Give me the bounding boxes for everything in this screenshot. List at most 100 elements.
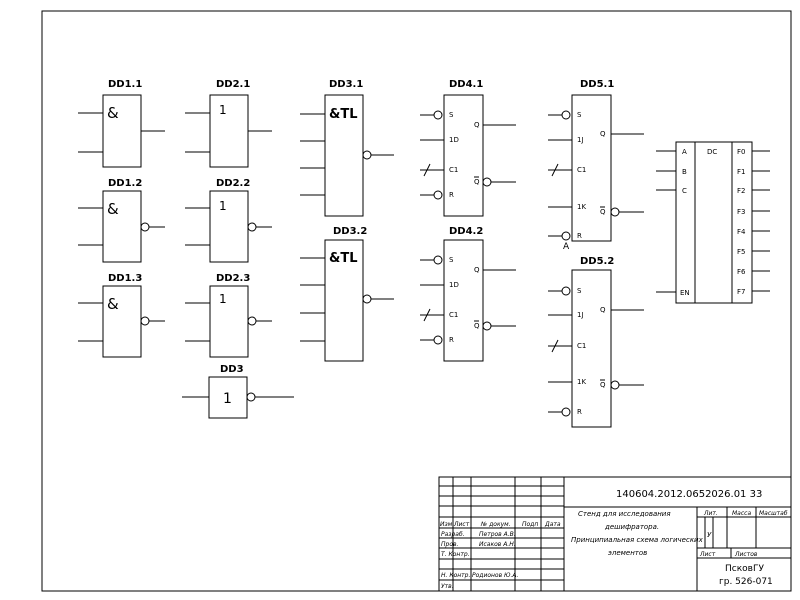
scale-header: Масштаб [759,510,788,517]
dd4-2-pin-d: 1D [449,281,459,289]
name-developer: Петров А.В. [479,531,516,538]
role-checker: Пров. [441,541,459,548]
gate-dd2-1-symbol: 1 [219,103,227,117]
dd5-2-pin-s: S [577,287,582,295]
decoder-input-c: C [682,187,687,195]
decoder-output-f2: F2 [737,187,745,195]
header-sheet: Лист [453,521,470,528]
gate-dd2-3-symbol: 1 [219,292,227,306]
decoder-input-b: B [682,168,687,176]
group-number: гр. 526-071 [719,577,773,587]
gate-dd1-1-symbol: & [107,104,119,122]
header-date: Дата [544,521,561,528]
description-line-1: Стенд для исследования [578,510,671,518]
sheets-label: Листов [734,551,758,558]
gate-dd1-2-label: DD1.2 [108,178,142,189]
flipflop-dd5-1: DD5.1 S 1J C1 1K R Q Q A [548,79,644,252]
flipflop-dd5-2-label: DD5.2 [580,256,614,267]
dd4-1-pin-q: Q [474,121,480,129]
role-tech-control: Т. Контр. [441,551,470,558]
decoder-title: DC [707,148,717,156]
decoder-dc: DC A B C EN F0 F1 F2 F3 F4 F5 F6 F7 [656,141,770,304]
dd4-2-pin-r: R [449,336,454,344]
gate-dd1-3-symbol: & [107,295,119,313]
gate-dd3-label: DD3 [220,364,244,375]
lit-value: У [707,531,712,539]
gate-dd3-1: DD3.1 &TL [300,79,394,217]
gate-dd1-2-symbol: & [107,200,119,218]
decoder-output-f7: F7 [737,288,745,296]
document-code: 140604.2012.0652026.01 33 [616,489,762,500]
dd5-1-pin-qbar: Q [600,208,606,216]
dd5-2-pin-j: 1J [577,311,584,319]
dd5-2-pin-qbar: Q [600,381,606,389]
decoder-output-f5: F5 [737,248,745,256]
description-line-2: дешифратора. [604,523,659,531]
flipflop-dd4-2: DD4.2 S 1D C1 R Q Q [420,226,516,362]
decoder-input-a: A [682,148,687,156]
flipflop-dd5-1-label: DD5.1 [580,79,614,90]
dd4-2-pin-qbar: Q [474,322,480,330]
dd5-1-pin-r: R [577,232,582,240]
role-norm-control: Н. Контр. [441,572,470,579]
mass-header: Масса [732,510,751,517]
flipflop-dd4-1-label: DD4.1 [449,79,483,90]
decoder-enable: EN [680,289,690,297]
gate-dd3-1-label: DD3.1 [329,79,363,90]
dd4-1-pin-d: 1D [449,136,459,144]
gate-dd2-1-label: DD2.1 [216,79,250,90]
header-doc-number: № докум. [480,521,511,528]
dd5-1-pin-c: C1 [577,166,586,174]
decoder-output-f6: F6 [737,268,746,276]
sheet-label: Лист [699,551,716,558]
dd4-1-pin-r: R [449,191,454,199]
dd5-1-pin-s: S [577,111,582,119]
gate-dd2-2-symbol: 1 [219,199,227,213]
dd5-1-pin-j: 1J [577,136,584,144]
dd5-1-pin-k: 1K [577,203,586,211]
dd4-1-pin-c: C1 [449,166,458,174]
name-norm-control: Родионов Ю.А. [472,572,519,579]
dd5-2-pin-k: 1K [577,378,586,386]
description-line-3: Принципиальная схема логических [571,536,704,544]
gate-dd2-3: DD2.3 1 [185,273,272,358]
gate-dd1-3-label: DD1.3 [108,273,142,284]
gate-dd2-2-label: DD2.2 [216,178,250,189]
gate-dd2-2: DD2.2 1 [185,178,272,263]
header-signature: Подп [522,521,538,528]
gate-dd1-1: DD1.1 & [78,79,165,168]
decoder-output-f3: F3 [737,208,745,216]
dd5-2-pin-c: C1 [577,342,586,350]
dd5-1-extra-label: A [563,242,570,252]
role-approved: Утв. [441,583,454,590]
dd4-2-pin-c: C1 [449,311,458,319]
dd4-1-pin-qbar: Q [474,178,480,186]
gate-dd1-2: DD1.2 & [78,178,165,263]
dd4-1-pin-s: S [449,111,454,119]
role-developer: Разраб. [441,531,465,538]
flipflop-dd4-2-label: DD4.2 [449,226,483,237]
dd5-1-pin-q: Q [600,130,606,138]
organization: ПсковГУ [725,564,764,574]
decoder-output-f0: F0 [737,148,745,156]
dd5-2-pin-q: Q [600,306,606,314]
gate-dd3-2-label: DD3.2 [333,226,367,237]
lit-header: Лит. [703,510,718,517]
gate-dd3-1-symbol: &TL [329,107,358,122]
flipflop-dd4-1: DD4.1 S 1D C1 R Q Q [420,79,516,217]
dd4-2-pin-q: Q [474,266,480,274]
gate-dd1-3: DD1.3 & [78,273,165,358]
gate-dd2-1: DD2.1 1 [185,79,272,168]
gate-dd3-2-symbol: &TL [329,251,358,266]
dd4-2-pin-s: S [449,256,454,264]
gate-dd3-2: DD3.2 &TL [300,226,394,362]
flipflop-dd5-2: DD5.2 S 1J C1 1K R Q Q [548,256,644,428]
gate-dd3-symbol: 1 [223,391,232,407]
dd5-2-pin-r: R [577,408,582,416]
gate-dd1-1-label: DD1.1 [108,79,142,90]
description-line-4: элементов [608,549,647,557]
sheet-frame [41,10,792,592]
gate-dd2-3-label: DD2.3 [216,273,250,284]
gate-dd3: DD3 1 [182,364,294,419]
